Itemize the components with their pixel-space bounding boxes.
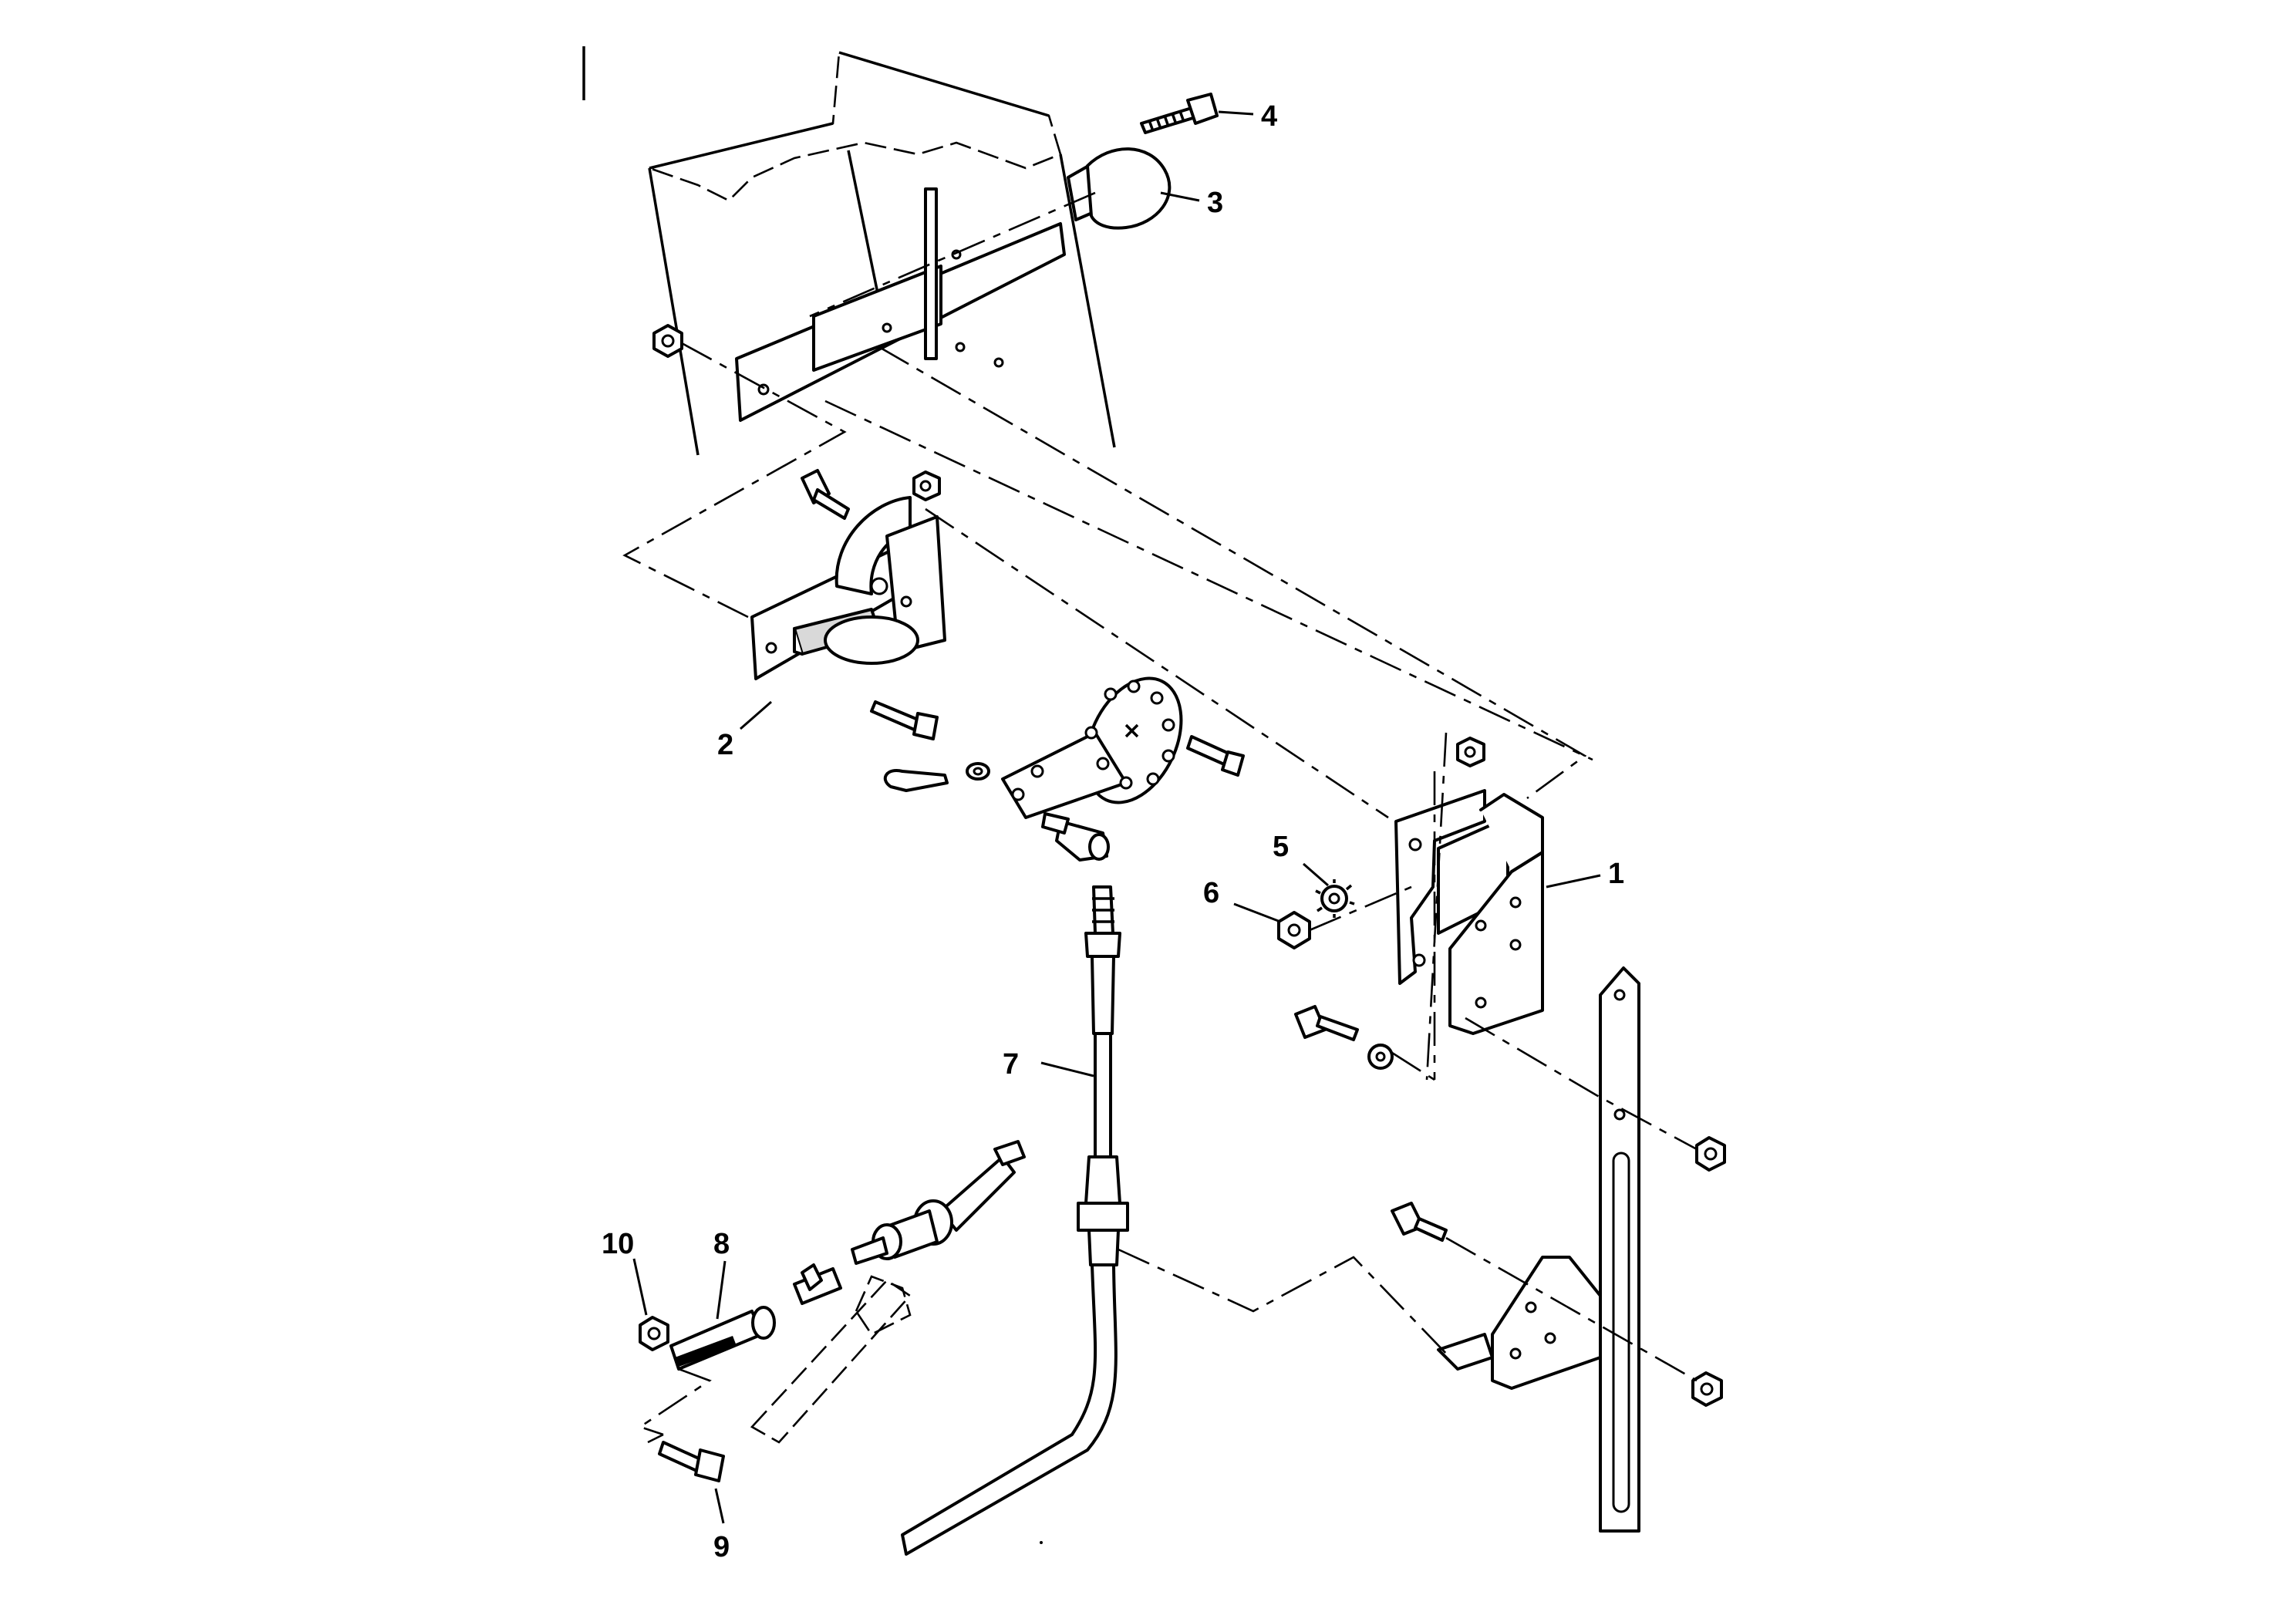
transmission-shaft — [851, 1140, 1026, 1265]
nut-top-part-1 — [1425, 732, 1485, 1081]
knob-part-3 — [1067, 147, 1172, 230]
bolt-upper-left — [801, 469, 850, 520]
callout-label-5: 5 — [1273, 831, 1289, 863]
callout-label-4: 4 — [1261, 100, 1277, 133]
cable-end-fitting — [1041, 812, 1110, 862]
bracket-part-2 — [750, 496, 946, 680]
bolt-right-plate — [1186, 735, 1245, 777]
nut-part-10 — [639, 1316, 669, 1351]
assembly-lines-lower-right — [1118, 1236, 1698, 1382]
callout-label-6: 6 — [1203, 877, 1219, 909]
nut-link-lower — [1691, 1371, 1723, 1407]
nut-console — [652, 324, 683, 358]
bolt-lower-bracket — [1391, 1202, 1448, 1242]
adjuster-nut — [793, 1263, 842, 1305]
lower-bracket — [1437, 1256, 1602, 1390]
callout-label-9: 9 — [713, 1531, 730, 1563]
callout-label-7: 7 — [1003, 1048, 1019, 1081]
linkage-arm — [750, 1275, 912, 1444]
callout-label-2: 2 — [717, 729, 733, 761]
callout-part-7: 7 — [1003, 1048, 1094, 1081]
assembly-line-upper-right — [824, 400, 1593, 761]
clevis-part-8 — [638, 1306, 776, 1436]
nut-link-upper — [1695, 1136, 1726, 1172]
bracket-part-1 — [1394, 789, 1544, 1035]
callout-label-8: 8 — [713, 1228, 730, 1260]
cable-part-7 — [901, 885, 1129, 1556]
assembly-line-link-top — [1465, 1017, 1698, 1151]
lock-washer-lower — [1367, 1044, 1394, 1070]
callout-part-2: 2 — [717, 700, 772, 761]
assembly-line-nut-6 — [1309, 885, 1412, 932]
callout-part-6: 6 — [1203, 877, 1281, 923]
slotted-link — [1599, 966, 1640, 1533]
reference-dot — [1040, 1541, 1043, 1544]
lock-washer-part-5 — [1315, 879, 1355, 918]
callout-part-5: 5 — [1273, 831, 1329, 887]
callout-part-3: 3 — [1160, 187, 1223, 219]
callout-label-1: 1 — [1608, 858, 1624, 890]
bolt-part-9 — [647, 1433, 725, 1482]
callout-part-9: 9 — [713, 1488, 730, 1563]
callout-part-4: 4 — [1218, 100, 1277, 133]
callout-part-10: 10 — [602, 1228, 648, 1316]
cotter-pin — [883, 769, 949, 792]
assembly-lines-upper — [622, 191, 1587, 819]
nut-part-6 — [1277, 911, 1311, 949]
screw-part-4 — [1140, 93, 1219, 134]
washer — [966, 762, 990, 781]
callout-label-10: 10 — [602, 1228, 634, 1260]
bolt-lower-part-1 — [1294, 1005, 1359, 1041]
callout-part-1: 1 — [1546, 858, 1624, 890]
callout-label-3: 3 — [1207, 187, 1223, 219]
bolt-lower-part-2 — [870, 700, 939, 740]
nut-upper — [912, 470, 941, 501]
console-bar — [735, 187, 1066, 422]
assembly-line-lower-part-1 — [1391, 1051, 1435, 1081]
selector-plate — [1001, 676, 1183, 819]
callout-part-8: 8 — [713, 1228, 730, 1320]
